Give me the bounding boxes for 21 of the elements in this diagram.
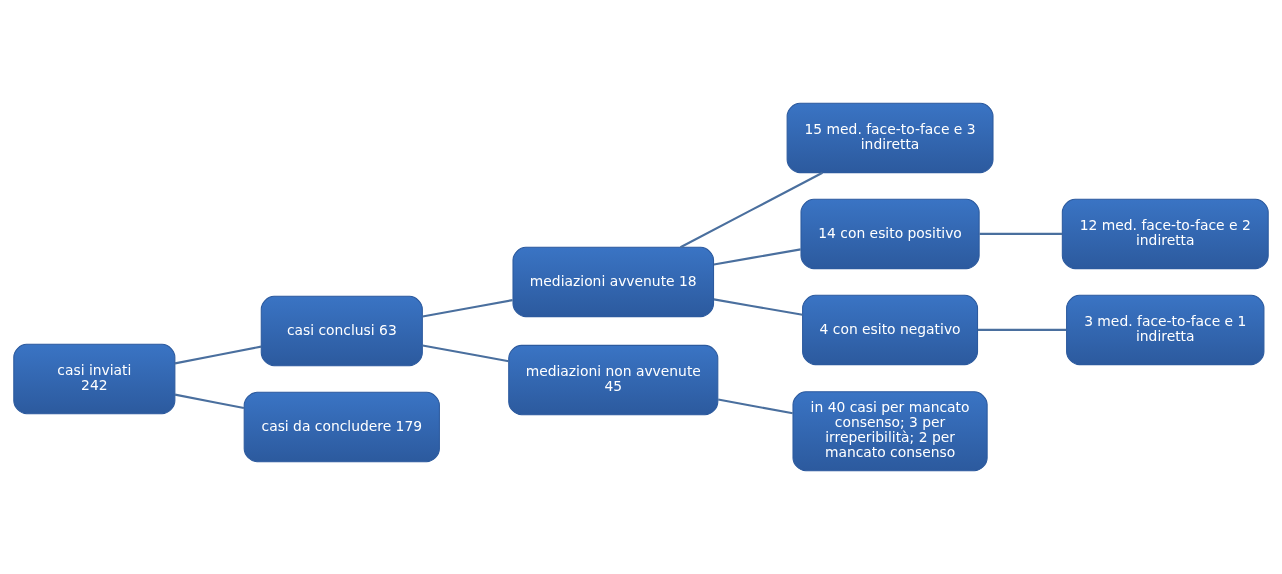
connector [713,248,801,266]
connector [977,328,1067,331]
node-box: casi da concludere 179 [243,391,440,463]
node-box: mediazioni non avvenute 45 [508,344,719,416]
connector [979,232,1062,235]
node-box: 14 con esito positivo [800,198,980,270]
connector [174,393,245,410]
connector [422,344,509,363]
node-box: casi conclusi 63 [260,295,423,367]
node-box: 12 med. face-to-face e 2 indiretta [1061,198,1269,270]
node-box: 3 med. face-to-face e 1 indiretta [1066,294,1265,366]
connector [680,171,823,249]
connector [713,298,803,316]
node-box: mediazioni avvenute 18 [512,246,715,318]
connector [422,299,513,318]
node-box: 4 con esito negativo [802,294,979,366]
node-box: in 40 casi per mancato consenso; 3 per irreperibilità; 2 per mancato consenso [792,391,988,472]
node-box: 15 med. face-to-face e 3 indiretta [786,102,994,174]
connector [174,345,262,365]
connector [717,398,793,415]
node-box: casi inviati 242 [13,343,176,415]
